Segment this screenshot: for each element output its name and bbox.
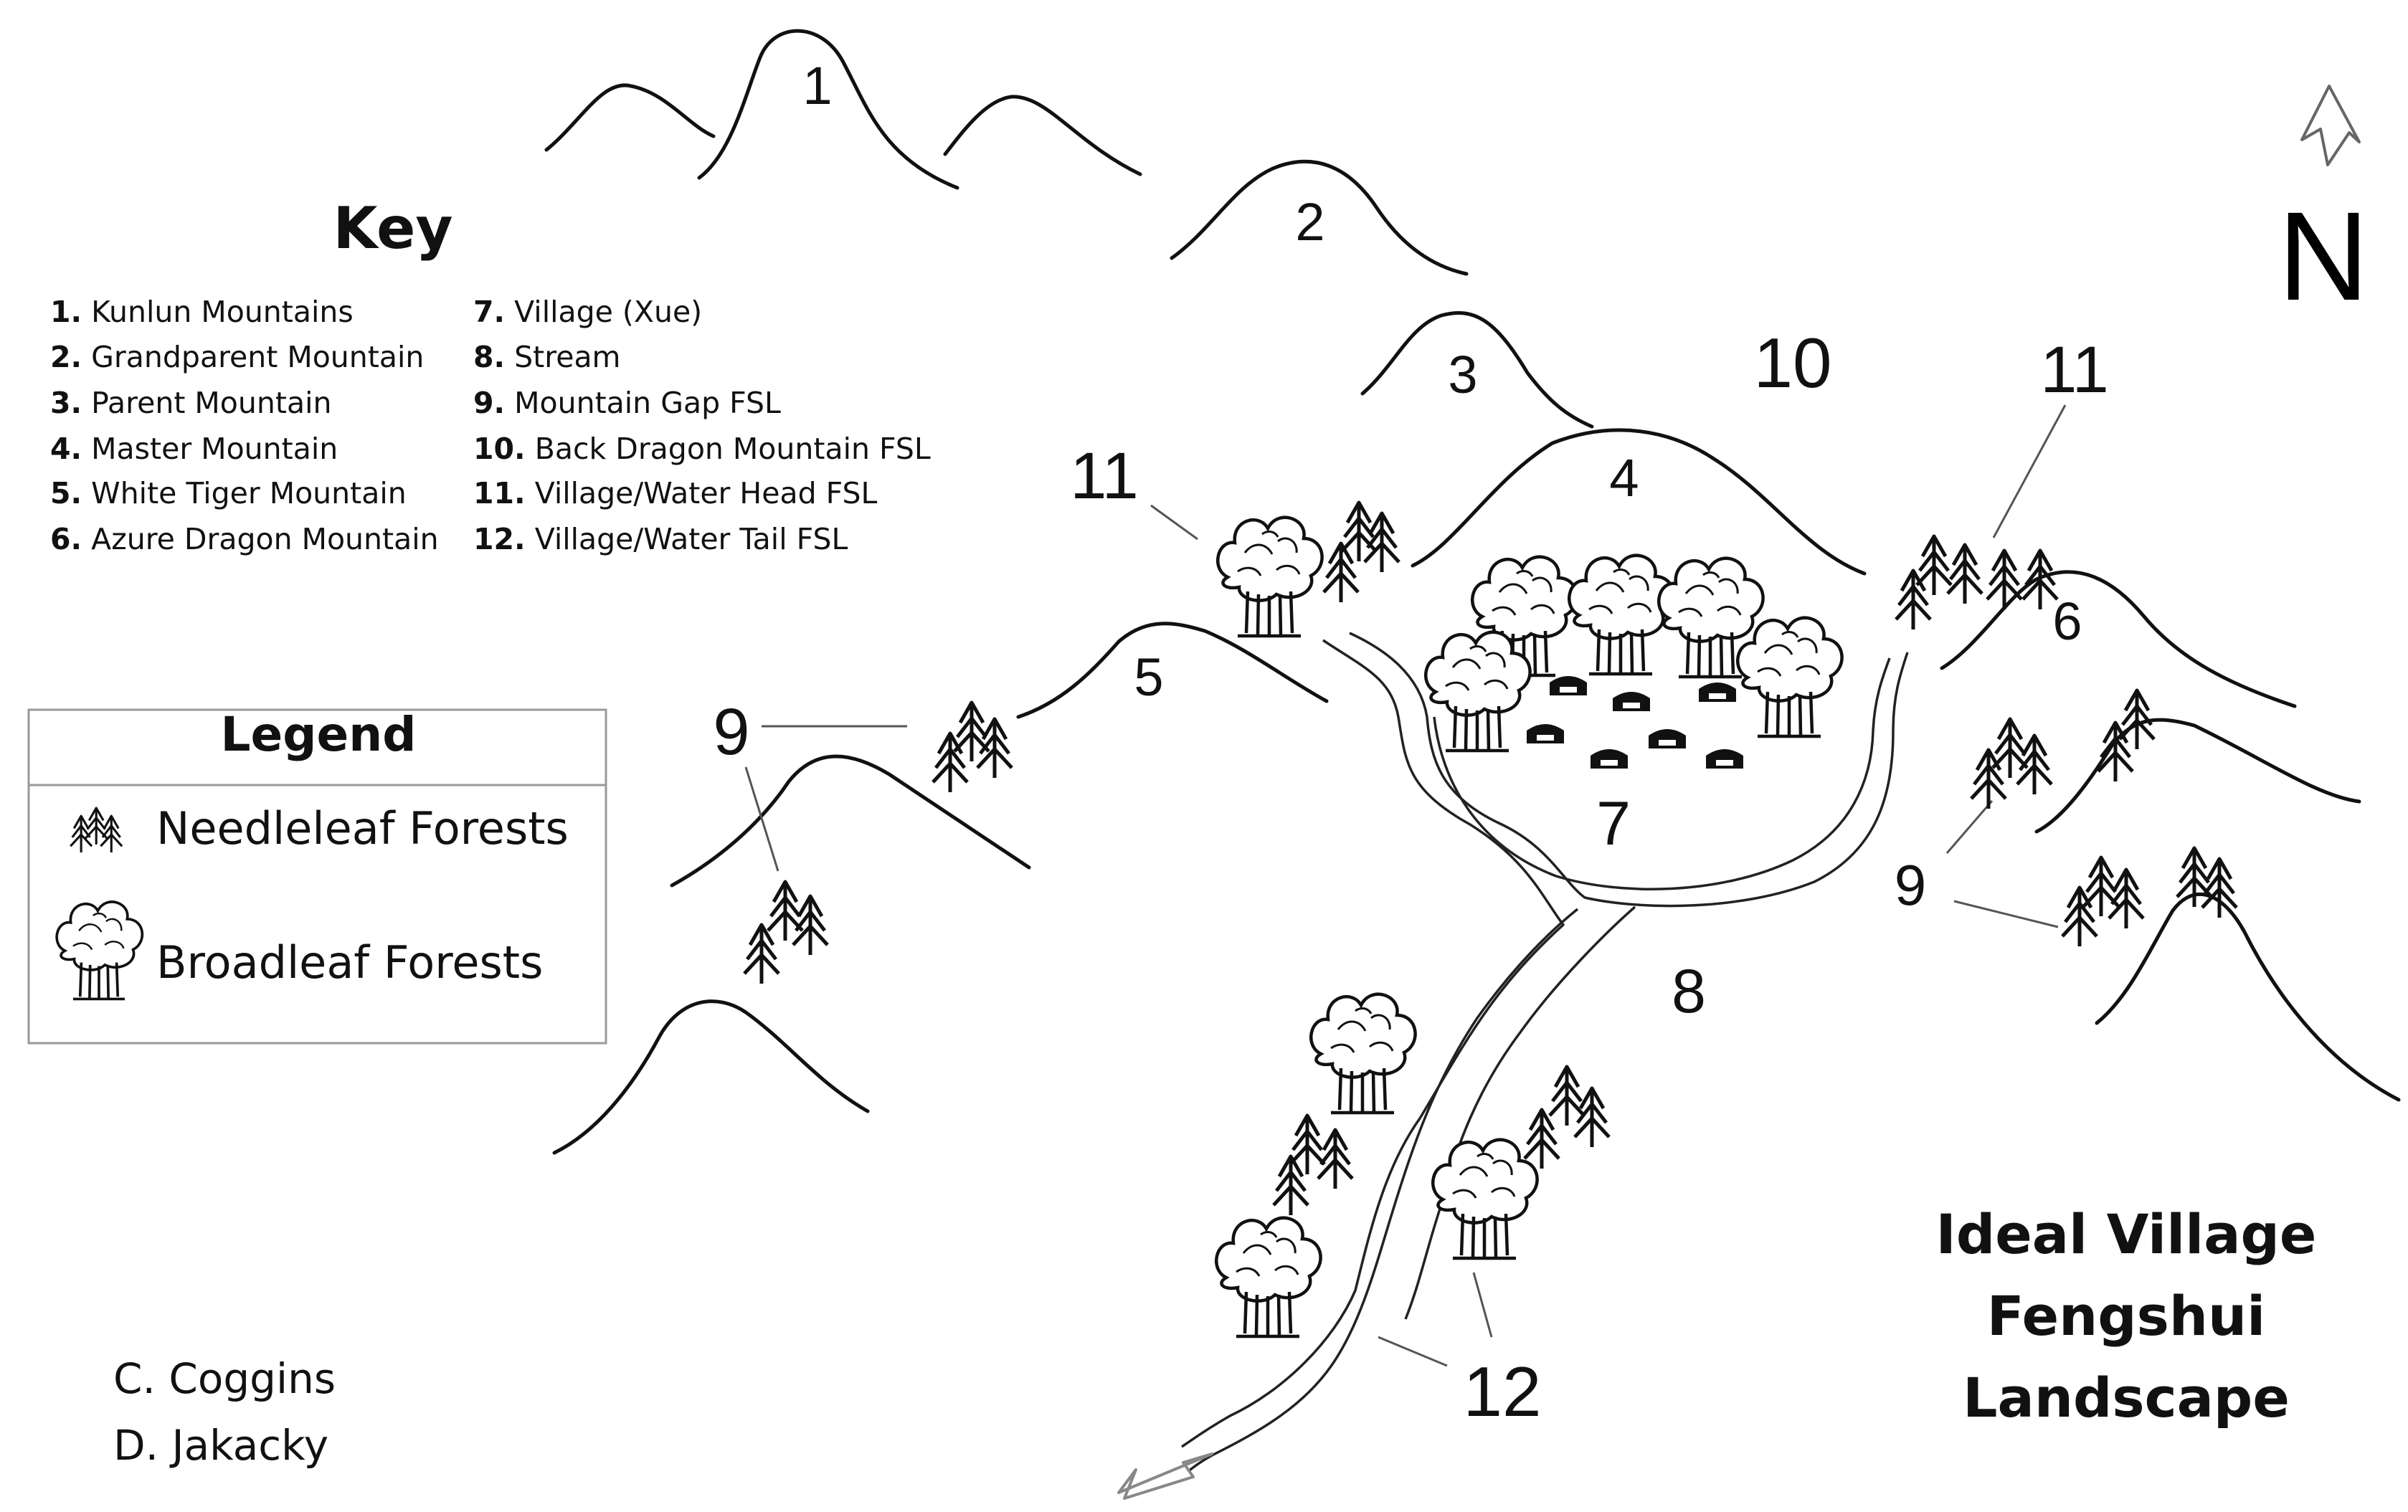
ridge-small-left: [544, 83, 716, 152]
ridge-parent: [1360, 311, 1594, 429]
map-number-11-left: 11: [1070, 439, 1139, 513]
stream: [1181, 632, 1909, 1474]
credit-line: D. Jakacky: [113, 1421, 328, 1470]
map-number-6: 6: [2052, 591, 2082, 651]
ridge-master: [1411, 428, 1867, 576]
ridge-small-right: [943, 95, 1142, 176]
key-title: Key: [333, 195, 453, 262]
stream-village-inner: [1433, 657, 1891, 890]
ridge-azure-dragon: [1940, 570, 2297, 708]
map-number-7: 7: [1596, 789, 1631, 858]
title-line: Landscape: [1963, 1366, 2290, 1430]
map-number-9-right: 9: [1895, 853, 1927, 917]
legend-title: Legend: [220, 707, 416, 762]
map-numbers: 1 2 3 4 5 6 7 8 9 9 10 11 11 12: [713, 56, 2108, 1431]
key-item: 2. Grandparent Mountain: [50, 340, 424, 374]
map-number-4: 4: [1609, 448, 1639, 508]
ridge-grandparent: [1170, 159, 1469, 276]
key-item: 7. Village (Xue): [473, 295, 702, 329]
key-item: 1. Kunlun Mountains: [50, 295, 354, 329]
broadleaf-forests: [1216, 518, 1841, 1336]
title-line: Fengshui: [1987, 1284, 2265, 1348]
key-column-left: 1. Kunlun Mountains 2. Grandparent Mount…: [50, 295, 439, 556]
key-item: 3. Parent Mountain: [50, 386, 331, 420]
map-number-5: 5: [1134, 647, 1163, 707]
mountain-ridges: [544, 29, 2401, 1155]
key-item: 12. Village/Water Tail FSL: [473, 522, 848, 556]
map-number-2: 2: [1295, 192, 1324, 252]
key-item: 9. Mountain Gap FSL: [473, 386, 781, 420]
north-arrow-icon: [2300, 85, 2361, 166]
map-number-1: 1: [802, 56, 832, 115]
credits: C. Coggins D. Jakacky: [113, 1354, 336, 1470]
title-line: Ideal Village: [1936, 1202, 2317, 1266]
ridge-bottom-left: [552, 999, 870, 1155]
village-houses: [1527, 676, 1743, 769]
key-item: 4. Master Mountain: [50, 432, 338, 466]
map-number-10: 10: [1753, 323, 1831, 402]
stream-left-bank: [1181, 639, 1565, 1448]
diagram-title: Ideal Village Fengshui Landscape: [1936, 1202, 2317, 1430]
legend-broadleaf-label: Broadleaf Forests: [156, 936, 543, 989]
legend-box: [27, 708, 607, 1045]
ridge-right-middle: [2034, 718, 2361, 834]
key-column-right: 7. Village (Xue) 8. Stream 9. Mountain G…: [473, 295, 931, 556]
map-number-9-left: 9: [713, 695, 749, 769]
stream-right-bank: [1349, 632, 1909, 908]
ridge-kunlun: [697, 29, 959, 190]
ridge-white-tiger-lower: [670, 754, 1031, 888]
key-item: 5. White Tiger Mountain: [50, 476, 407, 510]
north-label: N: [2277, 186, 2369, 327]
key: Key 1. Kunlun Mountains 2. Grandparent M…: [50, 195, 931, 556]
map-number-12: 12: [1463, 1352, 1541, 1431]
key-item: 11. Village/Water Head FSL: [473, 476, 878, 510]
legend: Legend Needleleaf Forests Broadleaf Fore…: [27, 707, 607, 1045]
legend-needleleaf-label: Needleleaf Forests: [156, 802, 569, 855]
map-number-8: 8: [1672, 957, 1706, 1026]
stream-lower-bank: [1185, 908, 1579, 1474]
key-item: 8. Stream: [473, 340, 621, 374]
south-arrow-icon: [1117, 1452, 1213, 1500]
map-number-3: 3: [1448, 345, 1477, 404]
leader-lines: [744, 404, 2067, 1367]
credit-line: C. Coggins: [113, 1354, 336, 1403]
ridge-white-tiger: [1016, 622, 1329, 719]
key-item: 6. Azure Dragon Mountain: [50, 522, 439, 556]
map-number-11-right: 11: [2040, 333, 2109, 406]
ridge-right-lower: [2095, 892, 2401, 1102]
stream-right-lower-bank: [1404, 905, 1636, 1320]
key-item: 10. Back Dragon Mountain FSL: [473, 432, 931, 466]
